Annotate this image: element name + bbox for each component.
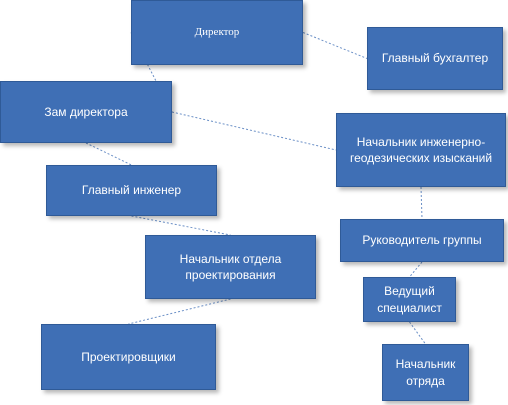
node-head-design-dept[interactable]: Начальник отдела проектирования <box>145 235 316 299</box>
node-label: Начальник инженерно-геодезических изыска… <box>349 134 493 165</box>
node-squad-chief[interactable]: Начальник отряда <box>382 344 469 401</box>
node-label: Директор <box>194 26 240 39</box>
connector-chief-engineer-to-head-design-dept <box>131 215 231 236</box>
node-designers[interactable]: Проектировщики <box>41 324 216 390</box>
node-label: Главный бухгалтер <box>381 51 489 66</box>
connector-deputy-director-to-chief-engineer <box>85 142 132 166</box>
connector-head-design-dept-to-designers <box>128 298 231 325</box>
node-director[interactable]: Директор <box>131 0 303 65</box>
connector-director-to-chief-accountant <box>302 32 368 59</box>
node-leading-specialist[interactable]: Ведущий специалист <box>363 277 456 322</box>
node-label: Начальник отдела проектирования <box>179 251 282 282</box>
connector-deputy-director-to-head-engineering-surveys <box>171 111 337 151</box>
connector-director-to-deputy-director <box>130 32 173 113</box>
connector-leading-specialist-to-squad-chief <box>409 321 426 345</box>
node-label: Проектировщики <box>81 349 176 364</box>
node-label: Начальник отряда <box>395 357 456 388</box>
connector-group-leader-to-leading-specialist <box>409 261 423 278</box>
node-deputy-director[interactable]: Зам директора <box>0 81 172 143</box>
connector-head-engineering-surveys-to-group-leader <box>420 186 423 220</box>
node-label: Зам директора <box>44 104 128 119</box>
node-label: Ведущий специалист <box>377 284 442 315</box>
node-chief-engineer[interactable]: Главный инженер <box>46 165 217 216</box>
node-label: Главный инженер <box>81 183 182 198</box>
node-chief-accountant[interactable]: Главный бухгалтер <box>367 27 503 90</box>
node-group-leader[interactable]: Руководитель группы <box>340 219 504 262</box>
node-head-engineering-surveys[interactable]: Начальник инженерно-геодезических изыска… <box>336 113 506 187</box>
node-label: Руководитель группы <box>362 233 482 248</box>
